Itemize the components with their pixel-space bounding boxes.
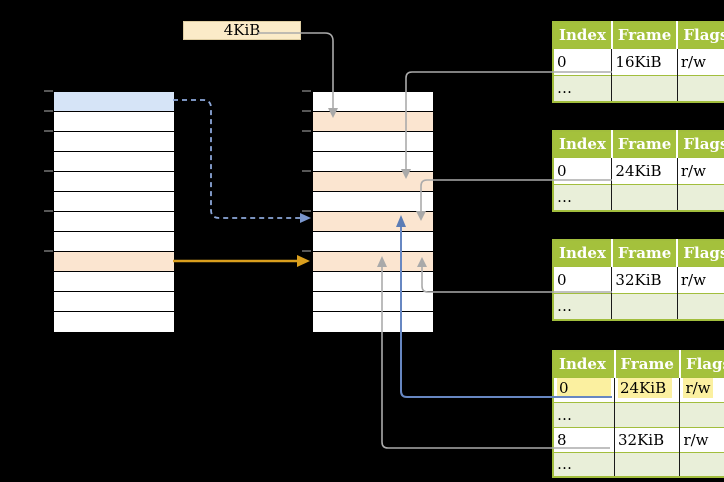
cell-flags: r/w: [679, 376, 724, 402]
memory-row: [54, 112, 174, 132]
cell-frame: 16KiB: [611, 47, 678, 75]
cell-index: …: [553, 292, 612, 320]
cell-index: 8: [553, 426, 615, 452]
column-header-flags: Flags: [676, 22, 724, 48]
arrow-virtual-orange-page-mapping: [173, 255, 310, 267]
tick-marks-physical: [302, 90, 311, 252]
memory-row: [313, 212, 433, 232]
cell-index: …: [553, 451, 615, 477]
memory-row: [313, 192, 433, 212]
cell-frame: [613, 451, 680, 477]
memory-row: [313, 112, 433, 132]
memory-row: [54, 312, 174, 332]
column-header-frame: Frame: [610, 22, 678, 48]
memory-row: [313, 272, 433, 292]
table-row-highlighted: 0 24KiB r/w: [553, 376, 724, 402]
memory-row: [54, 132, 174, 152]
cell-flags: [676, 292, 724, 320]
cell-index: 0: [553, 47, 612, 75]
cell-index: 0: [553, 265, 612, 293]
arrow-virtual-blue-page-translation: [173, 99, 311, 223]
table-row: 0 32KiB r/w: [553, 265, 724, 293]
cell-index: 0: [553, 156, 612, 184]
memory-row: [54, 192, 174, 212]
memory-row: [313, 172, 433, 192]
highlight-index: 0: [557, 377, 611, 398]
memory-row: [313, 252, 433, 272]
table-row-ellipsis: …: [553, 74, 724, 102]
cell-frame: 24KiB: [613, 376, 680, 402]
column-header-flags: Flags: [676, 131, 724, 157]
memory-row: [54, 272, 174, 292]
cell-flags: [679, 401, 724, 427]
column-header-frame: Frame: [613, 351, 680, 377]
memory-row: [313, 92, 433, 112]
cell-frame: [611, 183, 678, 211]
cell-index: 0: [553, 376, 615, 402]
table-header-row: Index Frame Flags: [553, 131, 724, 157]
highlight-flags: r/w: [683, 377, 713, 398]
cell-flags: [676, 183, 724, 211]
column-header-index: Index: [553, 22, 612, 48]
page-table-4: Index Frame Flags 0 24KiB r/w … 8 32KiB …: [552, 350, 724, 478]
column-header-flags: Flags: [676, 240, 724, 266]
physical-memory-column: [312, 91, 434, 333]
memory-row: [313, 312, 433, 332]
table-row-ellipsis: …: [553, 401, 724, 427]
table-header-row: Index Frame Flags: [553, 351, 724, 377]
column-header-frame: Frame: [610, 240, 678, 266]
memory-row: [313, 152, 433, 172]
table-row: 0 16KiB r/w: [553, 47, 724, 75]
column-header-flags: Flags: [678, 351, 724, 377]
memory-row: [54, 92, 174, 112]
memory-row: [54, 172, 174, 192]
cell-index: …: [553, 183, 612, 211]
memory-row: [54, 252, 174, 272]
cell-flags: [676, 74, 724, 102]
table-header-row: Index Frame Flags: [553, 22, 724, 48]
highlight-frame: 24KiB: [618, 377, 672, 398]
cell-flags: r/w: [676, 265, 724, 293]
tick-marks-virtual: [44, 90, 53, 252]
table-row: 0 24KiB r/w: [553, 156, 724, 184]
cell-frame: 32KiB: [611, 265, 678, 293]
table-row-ellipsis: …: [553, 451, 724, 477]
cell-flags: [679, 451, 724, 477]
column-header-index: Index: [553, 240, 612, 266]
cell-flags: r/w: [676, 156, 724, 184]
memory-row: [313, 292, 433, 312]
cell-index: …: [553, 74, 612, 102]
memory-row: [313, 132, 433, 152]
cell-frame: [613, 401, 680, 427]
column-header-index: Index: [553, 131, 612, 157]
cell-frame: 24KiB: [611, 156, 678, 184]
column-header-index: Index: [553, 351, 615, 377]
virtual-memory-column: [53, 91, 175, 333]
column-header-frame: Frame: [610, 131, 678, 157]
memory-row: [54, 152, 174, 172]
page-table-3: Index Frame Flags 0 32KiB r/w …: [552, 239, 724, 321]
memory-row: [54, 212, 174, 232]
cell-flags: r/w: [679, 426, 724, 452]
cell-frame: 32KiB: [613, 426, 680, 452]
page-table-2: Index Frame Flags 0 24KiB r/w …: [552, 130, 724, 212]
table-header-row: Index Frame Flags: [553, 240, 724, 266]
memory-row: [54, 232, 174, 252]
cell-flags: r/w: [676, 47, 724, 75]
table-row: 8 32KiB r/w: [553, 426, 724, 452]
memory-row: [313, 232, 433, 252]
frame-size-callout: 4KiB: [183, 21, 301, 40]
table-row-ellipsis: …: [553, 292, 724, 320]
memory-row: [54, 292, 174, 312]
cell-frame: [611, 292, 678, 320]
cell-index: …: [553, 401, 615, 427]
table-row-ellipsis: …: [553, 183, 724, 211]
cell-frame: [611, 74, 678, 102]
page-table-1: Index Frame Flags 0 16KiB r/w …: [552, 21, 724, 103]
